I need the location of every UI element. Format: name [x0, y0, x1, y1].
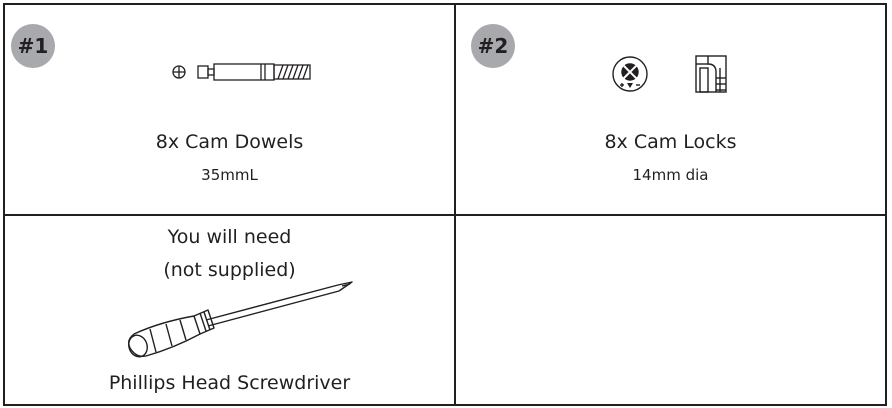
phillips-screwdriver-icon — [127, 281, 353, 358]
cam-dowels-title: 8x Cam Dowels — [155, 131, 304, 153]
part-number-badge-2: #2 — [471, 24, 515, 68]
row-divider — [3, 214, 887, 216]
tools-heading: You will need — [167, 226, 292, 248]
screwdriver-label: Phillips Head Screwdriver — [108, 372, 351, 394]
tools-note: (not supplied) — [163, 259, 296, 281]
cam-dowel-icon — [172, 63, 311, 81]
cam-dowels-size: 35mmL — [201, 166, 258, 184]
part-number-badge-1: #1 — [11, 24, 55, 68]
cam-locks-title: 8x Cam Locks — [604, 131, 737, 153]
cam-locks-size: 14mm dia — [632, 166, 709, 184]
hardware-table — [3, 3, 887, 406]
cam-lock-icon — [612, 55, 727, 93]
column-divider — [454, 3, 456, 406]
